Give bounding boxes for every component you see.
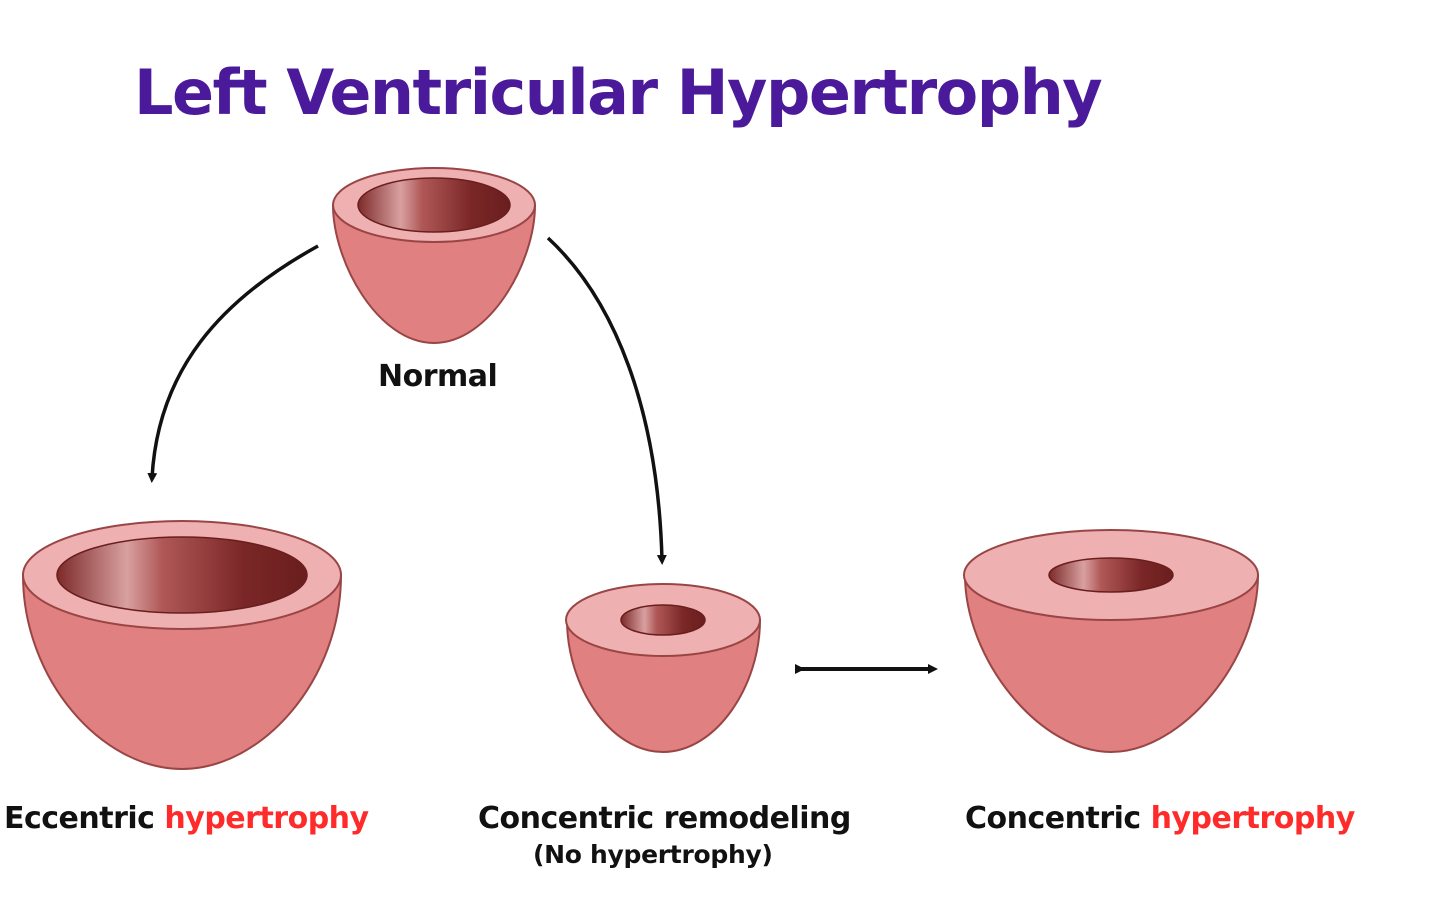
normal-label: Normal [378, 359, 498, 394]
concentric-label-highlight: hypertrophy [1150, 801, 1356, 836]
concentric-hypertrophy-label: Concentric hypertrophy [965, 804, 1355, 834]
concentric-label-text: Concentric [965, 801, 1141, 836]
arrow-normal-to-concentric-remodeling [546, 236, 667, 565]
eccentric-hypertrophy-ventricle-icon [21, 520, 343, 771]
eccentric-hypertrophy-label: Eccentric hypertrophy [4, 804, 369, 834]
page-title: Left Ventricular Hypertrophy [134, 56, 1103, 129]
concentric-hypertrophy-ventricle-icon [963, 529, 1260, 754]
eccentric-label-highlight: hypertrophy [164, 801, 369, 836]
concentric-remodeling-sublabel: (No hypertrophy) [533, 840, 773, 869]
concentric-remodeling-ventricle-icon [565, 583, 762, 754]
arrow-normal-to-eccentric [147, 244, 319, 483]
eccentric-label-text: Eccentric [4, 801, 155, 836]
concentric-remodeling-label: Concentric remodeling [478, 801, 851, 836]
normal-ventricle-icon [331, 167, 537, 345]
